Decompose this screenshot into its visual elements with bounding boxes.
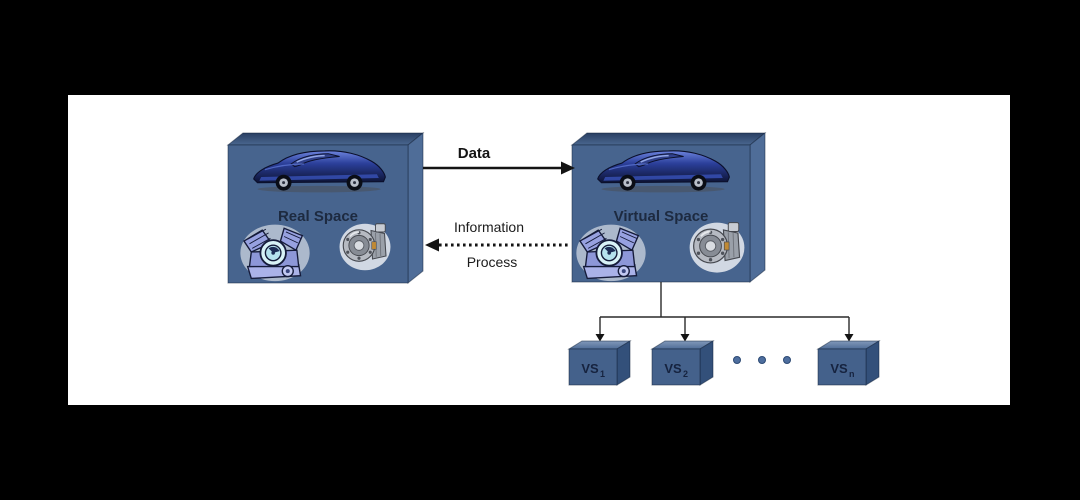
virtual-space-label: Virtual Space: [614, 208, 709, 225]
machine-part-illustration: [688, 221, 746, 274]
vs-box-1-side-face: [616, 340, 631, 386]
vs-box-1: VS 1: [567, 340, 632, 386]
real-space-box-top-face: [226, 132, 425, 146]
vs-box-n-side-face: [865, 340, 880, 386]
vs-box-1-label: VS: [581, 361, 599, 376]
process-label: Process: [467, 254, 518, 270]
engine-illustration: [575, 223, 647, 283]
connector-arrowhead-n: [844, 334, 854, 342]
vs-box-1-front-face: [568, 348, 618, 386]
ellipsis-dot: [758, 356, 766, 364]
connector-arrowhead-1: [595, 334, 605, 342]
ellipsis-dot: [783, 356, 791, 364]
vs-box-2-subscript: 2: [683, 369, 688, 379]
vs-box-n: VS n: [816, 340, 881, 386]
vs-box-2-label: VS: [664, 361, 682, 376]
connector-arrowhead-2: [680, 334, 690, 342]
data-arrow-head: [561, 161, 575, 175]
data-arrow: Data: [423, 145, 575, 175]
data-arrow-label: Data: [458, 145, 491, 162]
connector-tree: [595, 282, 854, 342]
information-process-arrow: Information Process: [425, 219, 570, 270]
virtual-space-box-top-face: [570, 132, 767, 146]
virtual-space-box-side-face: [749, 131, 766, 284]
vs-box-n-subscript: n: [849, 369, 855, 379]
machine-part-illustration: [338, 222, 392, 272]
vs-box-2-front-face: [651, 348, 701, 386]
digital-twin-diagram: Real Space Virtual Space Data Informatio…: [68, 95, 1010, 405]
ellipsis-dots: [733, 356, 791, 364]
engine-illustration: [239, 223, 311, 283]
information-label: Information: [454, 219, 524, 235]
vs-box-2: VS 2: [650, 340, 715, 386]
ellipsis-dot: [733, 356, 741, 364]
vs-box-1-subscript: 1: [600, 369, 605, 379]
vs-box-n-front-face: [817, 348, 867, 386]
virtual-space-box: Virtual Space: [570, 131, 767, 284]
vs-box-2-side-face: [699, 340, 714, 386]
real-space-box-side-face: [407, 131, 424, 285]
vs-box-n-label: VS: [830, 361, 848, 376]
real-space-box: Real Space: [226, 131, 425, 285]
real-space-label: Real Space: [278, 208, 358, 225]
information-process-arrow-head: [425, 238, 439, 252]
